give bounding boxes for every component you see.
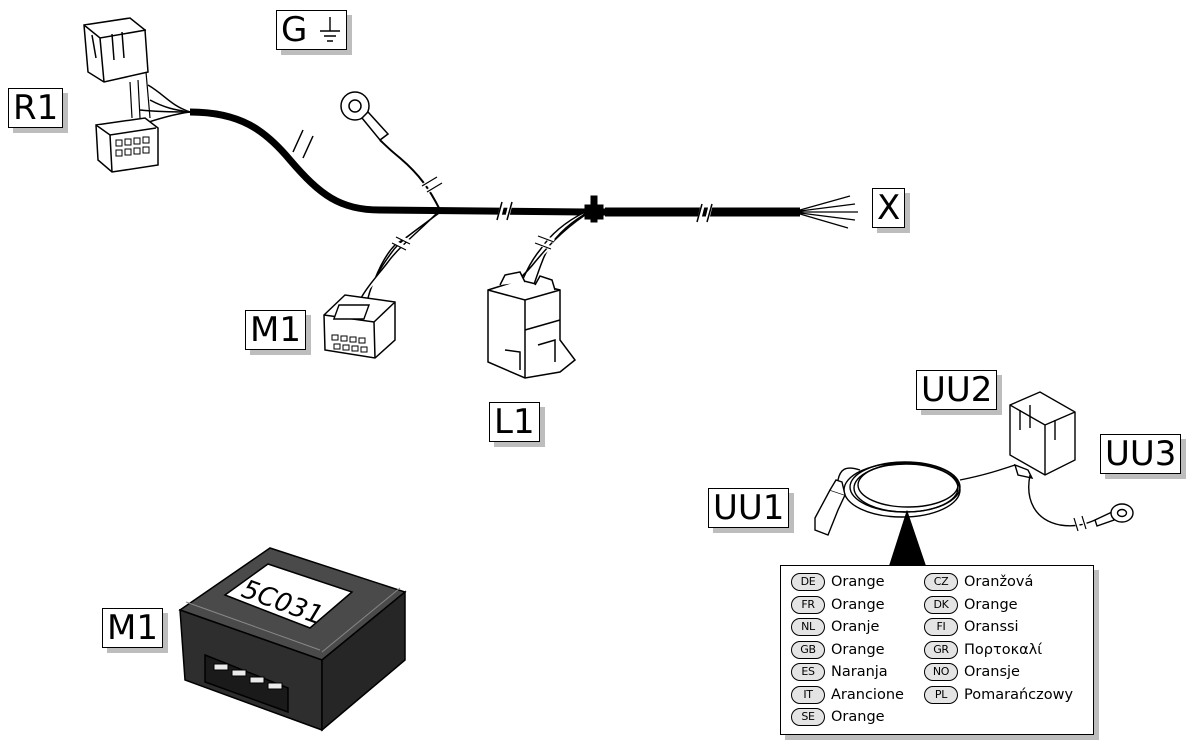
r1-connectors xyxy=(83,17,191,173)
legend-item: NO Oransje xyxy=(924,661,1073,684)
label-uu3: UU3 xyxy=(1100,434,1182,474)
country-code-badge: ES xyxy=(791,663,825,682)
legend-text: Orange xyxy=(831,641,885,658)
cable-break-marks xyxy=(292,129,713,223)
splice-junction xyxy=(584,195,604,223)
country-code-badge: NO xyxy=(924,663,958,682)
legend-text: Naranja xyxy=(831,664,888,681)
legend-item: IT Arancione xyxy=(791,684,904,707)
legend-item: CZ Oranžová xyxy=(924,571,1073,594)
label-r1: R1 xyxy=(8,88,64,128)
legend-column-right: CZ Oranžová DK Orange FI Oranssi GR Πορτοκαλ… xyxy=(924,571,1073,706)
x-wire-ends xyxy=(799,195,858,229)
legend-item: DE Orange xyxy=(791,571,904,594)
label-g-text: G xyxy=(281,10,308,50)
country-code-badge: PL xyxy=(924,685,958,704)
legend-text: Orange xyxy=(831,596,885,613)
legend-item: FR Orange xyxy=(791,594,904,617)
color-legend: DE Orange FR Orange NL Oranje GB Orange ES Na… xyxy=(780,565,1094,735)
label-l1: L1 xyxy=(489,402,540,442)
country-code-badge: CZ xyxy=(924,573,958,592)
label-g-ground: G xyxy=(276,10,348,50)
label-m1-module: M1 xyxy=(102,608,163,648)
label-m1-connector: M1 xyxy=(245,310,306,350)
legend-item: GB Orange xyxy=(791,639,904,662)
country-code-badge: FI xyxy=(924,618,958,637)
country-code-badge: FR xyxy=(791,595,825,614)
uu-cable-assembly xyxy=(814,391,1134,566)
legend-item: GR Πορτοκαλί xyxy=(924,639,1073,662)
legend-text: Arancione xyxy=(831,686,904,703)
country-code-badge: DK xyxy=(924,595,958,614)
legend-text: Oranje xyxy=(831,619,880,636)
legend-column-left: DE Orange FR Orange NL Oranje GB Orange ES Na… xyxy=(791,571,904,729)
l1-connector xyxy=(487,211,586,379)
legend-text: Oranžová xyxy=(964,574,1034,591)
legend-text: Orange xyxy=(964,596,1018,613)
country-code-badge: GR xyxy=(924,640,958,659)
legend-item: SE Orange xyxy=(791,706,904,729)
country-code-badge: SE xyxy=(791,708,825,727)
country-code-badge: DE xyxy=(791,573,825,592)
label-uu1: UU1 xyxy=(708,488,790,528)
country-code-badge: GB xyxy=(791,640,825,659)
legend-item: PL Pomarańczowy xyxy=(924,684,1073,707)
legend-text: Oransje xyxy=(964,664,1020,681)
ground-symbol-icon xyxy=(320,17,341,42)
country-code-badge: NL xyxy=(791,618,825,637)
m1-module-box xyxy=(178,547,407,732)
main-harness-cable xyxy=(189,108,800,216)
legend-text: Orange xyxy=(831,709,885,726)
legend-text: Pomarańczowy xyxy=(964,686,1074,703)
legend-item: ES Naranja xyxy=(791,661,904,684)
g-ground-ring-terminal xyxy=(340,91,443,211)
legend-text: Oranssi xyxy=(964,619,1019,636)
legend-text: Πορτοκαλί xyxy=(964,641,1043,658)
legend-item: NL Oranje xyxy=(791,616,904,639)
label-uu2: UU2 xyxy=(916,370,998,410)
m1-harness-connector xyxy=(323,211,441,359)
country-code-badge: IT xyxy=(791,685,825,704)
legend-item: FI Oranssi xyxy=(924,616,1073,639)
legend-item: DK Orange xyxy=(924,594,1073,617)
label-x: X xyxy=(872,188,906,228)
legend-text: Orange xyxy=(831,574,885,591)
